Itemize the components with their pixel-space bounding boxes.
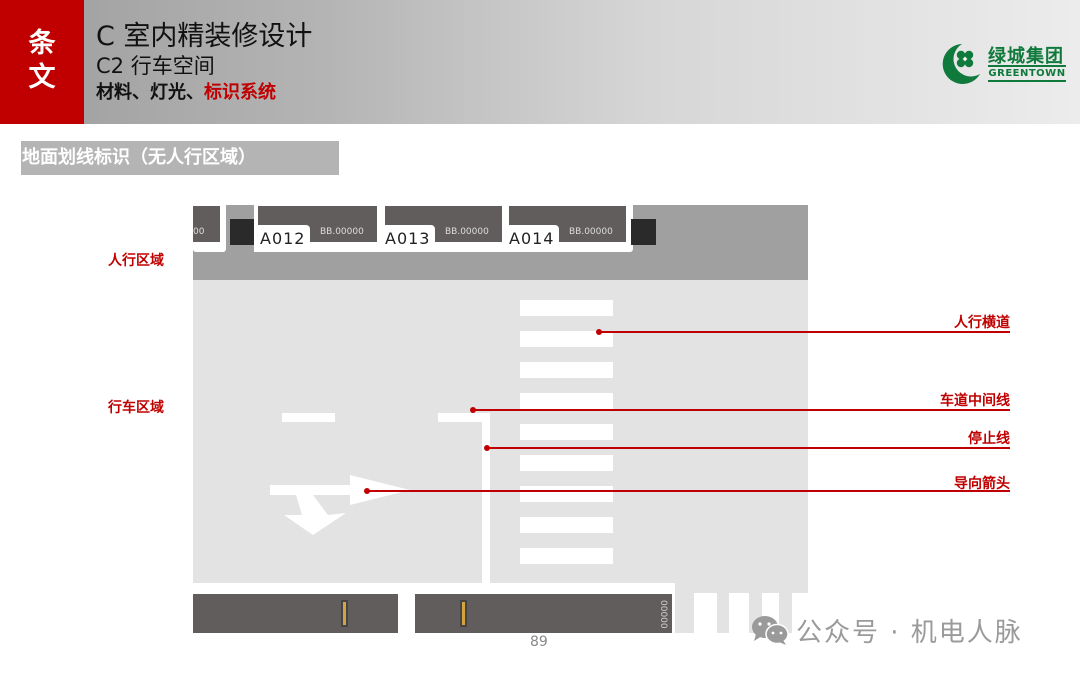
lane-center-dash: [282, 413, 335, 422]
annotation-leader: [599, 331, 1010, 333]
crosswalk-stripe-vertical: [779, 583, 792, 633]
bay-id: A013: [379, 225, 435, 252]
annotation-dot: [596, 329, 602, 335]
bay-id: A014: [503, 225, 559, 252]
clause-tag-char-2: 文: [28, 62, 56, 93]
slide-header: 条 文 C 室内精装修设计 C2 行车空间 材料、灯光、标识系统 绿城集团 GR…: [0, 0, 1080, 124]
annotation-dot: [470, 407, 476, 413]
crosswalk-stripe: [520, 486, 613, 502]
watermark: 公众号 · 机电人脉: [750, 612, 1023, 648]
zone-label-driving: 行车区域: [108, 400, 164, 416]
annotation-leader: [367, 490, 1010, 492]
crosswalk-stripe: [520, 393, 613, 409]
annotation-dot: [364, 488, 370, 494]
section-title-bar: 地面划线标识（无人行区域）: [21, 141, 339, 175]
bay-code: BB.00000: [445, 227, 489, 237]
topics-line: 材料、灯光、标识系统: [96, 78, 276, 104]
pillar: [631, 219, 656, 245]
greentown-crescent-clover-icon: [942, 44, 980, 84]
lane-center-dash: [438, 413, 490, 422]
crosswalk-stripe: [520, 548, 613, 564]
chapter-title: C 室内精装修设计: [96, 21, 313, 52]
topics-plain: 材料、灯光、: [96, 82, 204, 103]
annotation-leader: [473, 409, 1010, 411]
topics-highlight: 标识系统: [204, 82, 276, 103]
parking-bay-partial: 00: [193, 205, 226, 252]
bay-code: 00000: [658, 600, 668, 629]
pillar: [230, 219, 254, 245]
crosswalk-stripe: [520, 331, 613, 347]
clause-tag: 条 文: [0, 0, 84, 124]
stop-line: [482, 413, 490, 583]
zone-label-pedestrian: 人行区域: [108, 253, 164, 269]
crosswalk-stripe: [520, 362, 613, 378]
bay-code: 00: [193, 227, 205, 237]
parking-bay-a013: A013 BB.00000: [379, 205, 507, 252]
crosswalk-stripe: [520, 517, 613, 533]
crosswalk-stripe-vertical: [717, 583, 729, 633]
charging-port-icon: [341, 600, 348, 627]
parking-bay-a014: A014 BB.00000: [503, 205, 633, 252]
crosswalk-stripe-vertical: [675, 583, 694, 633]
floor-marking-diagram: 00 A012 BB.00000 A013 BB.00000 A014 BB.0…: [193, 205, 808, 633]
annotation-dot: [484, 445, 490, 451]
guide-arrow-icon: [270, 475, 410, 535]
crosswalk-stripe: [520, 300, 613, 316]
charging-port-icon: [460, 600, 467, 627]
annotation-leader: [487, 447, 1010, 449]
driving-lane-area: [193, 280, 808, 583]
watermark-text: 公众号 · 机电人脉: [796, 617, 1023, 648]
bay-id: A012: [254, 225, 310, 252]
annotation-lane-center-line: 车道中间线: [940, 393, 1010, 409]
bay-code: BB.00000: [320, 227, 364, 237]
crosswalk-stripe: [520, 424, 613, 440]
page-number: 89: [530, 634, 548, 650]
annotation-guide-arrow: 导向箭头: [954, 476, 1010, 492]
section-subtitle: C2 行车空间: [96, 54, 215, 78]
logo-name-cn: 绿城集团: [988, 46, 1064, 67]
greentown-logo: 绿城集团 GREENTOWN: [940, 40, 1070, 86]
parked-car-block: [193, 594, 398, 633]
logo-name-en: GREENTOWN: [988, 65, 1066, 82]
annotation-stop-line: 停止线: [968, 431, 1010, 447]
parked-car-block: 00000: [415, 594, 672, 633]
clause-tag-char-1: 条: [28, 28, 56, 59]
parking-bay-a012: A012 BB.00000: [254, 205, 383, 252]
annotation-crosswalk: 人行横道: [954, 315, 1010, 331]
bay-code: BB.00000: [569, 227, 613, 237]
wechat-icon: [752, 616, 789, 645]
crosswalk-stripe: [520, 455, 613, 471]
